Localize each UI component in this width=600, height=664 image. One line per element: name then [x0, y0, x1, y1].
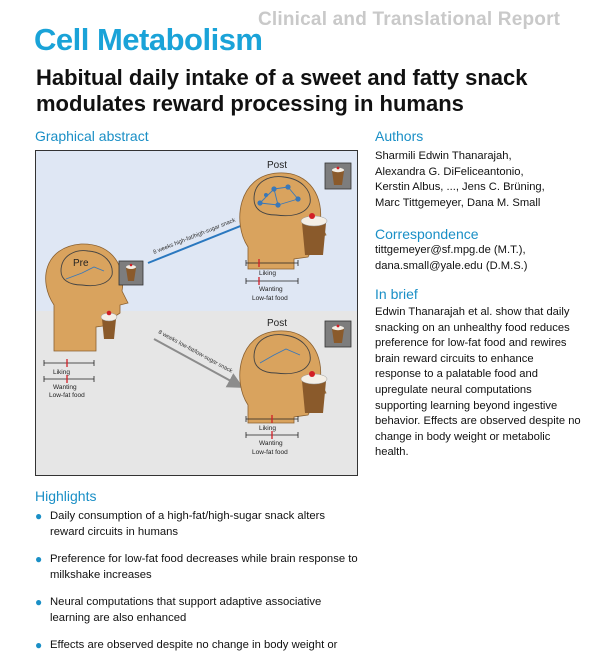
- in-brief-line: health.: [375, 446, 409, 459]
- article-title: Habitual daily intake of a sweet and fat…: [36, 65, 576, 117]
- in-brief-line: behavior. Effects are observed despite n…: [375, 415, 581, 428]
- post-bottom-thumbnail-icon: [324, 320, 352, 348]
- pre-label: Pre: [73, 258, 89, 269]
- post-bottom-wanting-label: Wanting: [259, 440, 283, 447]
- pre-liking-label: Liking: [53, 369, 70, 376]
- highlights-heading: Highlights: [35, 488, 97, 504]
- post-bottom-liking-scale: [245, 415, 299, 423]
- correspondence-email[interactable]: tittgemeyer@sf.mpg.de (M.T.),: [375, 244, 526, 256]
- in-brief-line: supporting learning beyond ingestive: [375, 399, 558, 412]
- post-top-milkshake-icon: [300, 213, 328, 255]
- graphical-abstract-figure: Pre Liking Wanting Low-fat food 8 weeks …: [36, 151, 357, 475]
- in-brief-line: snacking on an unhealthy food reduces: [375, 321, 570, 334]
- bullet-icon: ●: [35, 552, 43, 566]
- post-bottom-milkshake-icon: [300, 371, 328, 413]
- highlight-item: ● Effects are observed despite no change…: [35, 637, 370, 653]
- post-bottom-food-label: Low-fat food: [252, 449, 288, 456]
- pre-milkshake-icon: [100, 310, 118, 339]
- arrow-high-fat: [147, 216, 262, 264]
- post-top-liking-label: Liking: [259, 270, 276, 277]
- author-line: Marc Tittgemeyer, Dana M. Small: [375, 196, 541, 209]
- post-bottom-liking-label: Liking: [259, 425, 276, 432]
- author-line: Sharmili Edwin Thanarajah,: [375, 150, 512, 162]
- in-brief-line: response to a palatable food and: [375, 368, 538, 381]
- highlight-line: learning are also enhanced: [50, 612, 187, 624]
- post-top-wanting-scale: [245, 277, 299, 285]
- highlight-item: ● Daily consumption of a high-fat/high-s…: [35, 508, 370, 540]
- in-brief-line: preference for low-fat food and rewires: [375, 337, 567, 350]
- author-line: Alexandra G. DiFeliceantonio,: [375, 165, 524, 178]
- correspondence-email[interactable]: dana.small@yale.edu (D.M.S.): [375, 259, 528, 272]
- in-brief-line: change in body weight or metabolic: [375, 430, 551, 443]
- article-title-line: modulates reward processing in humans: [36, 91, 464, 116]
- highlight-line: Preference for low-fat food decreases wh…: [50, 553, 358, 565]
- pre-liking-scale: [43, 359, 95, 367]
- in-brief-heading: In brief: [375, 286, 418, 302]
- graphical-abstract-heading: Graphical abstract: [35, 128, 149, 144]
- highlight-line: reward circuits in humans: [50, 526, 179, 538]
- post-top-food-label: Low-fat food: [252, 295, 288, 302]
- article-title-line: Habitual daily intake of a sweet and fat…: [36, 65, 528, 90]
- correspondence-emails: tittgemeyer@sf.mpg.de (M.T.), dana.small…: [375, 243, 595, 274]
- in-brief-line: brain reward circuits to enhance: [375, 352, 534, 365]
- pre-food-label: Low-fat food: [49, 392, 85, 399]
- highlight-line: milkshake increases: [50, 569, 152, 581]
- bullet-icon: ●: [35, 509, 43, 523]
- author-line: Kerstin Albus, ..., Jens C. Brüning,: [375, 181, 545, 194]
- post-top-thumbnail-icon: [324, 162, 352, 190]
- post-bottom-label: Post: [267, 318, 287, 329]
- pre-wanting-scale: [43, 375, 95, 383]
- graphical-abstract: Pre Liking Wanting Low-fat food 8 weeks …: [35, 150, 358, 476]
- highlight-line: Effects are observed despite no change i…: [50, 639, 338, 651]
- journal-name: Cell Metabolism: [34, 22, 263, 57]
- in-brief-text: Edwin Thanarajah et al. show that daily …: [375, 305, 595, 461]
- post-top-label: Post: [267, 160, 287, 171]
- authors-heading: Authors: [375, 128, 424, 144]
- highlights-list: ● Daily consumption of a high-fat/high-s…: [35, 508, 370, 664]
- correspondence-heading: Correspondence: [375, 226, 479, 242]
- highlight-item: ● Neural computations that support adapt…: [35, 594, 370, 626]
- in-brief-line: upregulate neural computations: [375, 383, 532, 396]
- post-top-brain-network: [257, 184, 301, 208]
- post-top-liking-scale: [245, 259, 299, 267]
- arrow-low-fat: [153, 338, 244, 388]
- pre-wanting-label: Wanting: [53, 384, 77, 391]
- in-brief-line: Edwin Thanarajah et al. show that daily: [375, 306, 570, 318]
- bullet-icon: ●: [35, 595, 43, 609]
- post-top-wanting-label: Wanting: [259, 286, 283, 293]
- post-bottom-wanting-scale: [245, 431, 299, 439]
- highlight-item: ● Preference for low-fat food decreases …: [35, 551, 370, 583]
- highlight-line: Daily consumption of a high-fat/high-sug…: [50, 510, 326, 522]
- highlight-line: Neural computations that support adaptiv…: [50, 596, 322, 608]
- pre-thumbnail-icon: [118, 260, 144, 286]
- authors-list: Sharmili Edwin Thanarajah, Alexandra G. …: [375, 149, 595, 211]
- report-type-label: Clinical and Translational Report: [258, 9, 561, 30]
- bullet-icon: ●: [35, 638, 43, 652]
